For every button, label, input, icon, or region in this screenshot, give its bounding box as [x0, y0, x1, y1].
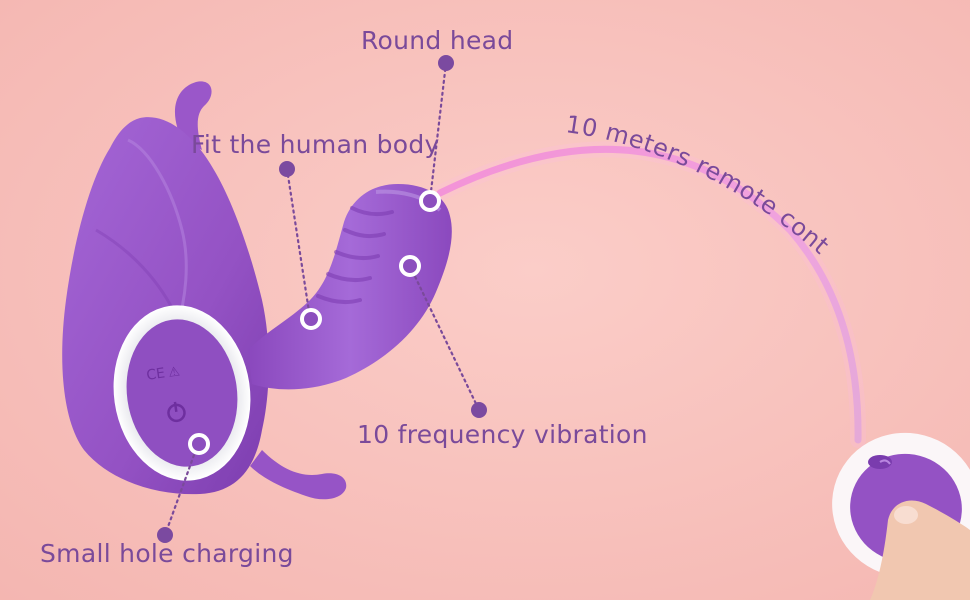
svg-text:⚠: ⚠	[167, 364, 181, 380]
round-head-label: Round head	[361, 26, 514, 55]
hand-thumb	[870, 500, 970, 600]
round-head-callout-ring	[419, 190, 441, 212]
fit-body-label: Fit the human body	[191, 130, 440, 159]
device-insertable-shaft	[248, 184, 452, 390]
vibration-leader	[408, 264, 481, 412]
charging-leader	[163, 442, 200, 537]
control-panel	[126, 319, 238, 467]
device-lower-tail	[250, 450, 347, 500]
charging-marker-dot	[157, 527, 173, 543]
fit-body-callout-ring	[300, 308, 322, 330]
round-head-leader	[428, 61, 448, 202]
fit-body-leader	[285, 167, 312, 320]
charging-callout-ring	[188, 433, 210, 455]
shaft-ridges	[316, 206, 394, 305]
power-icon	[167, 401, 186, 423]
vibration-marker-dot	[471, 402, 487, 418]
vibration-label: 10 frequency vibration	[357, 420, 648, 449]
fit-body-marker-dot	[279, 161, 295, 177]
charging-label: Small hole charging	[40, 539, 294, 568]
vibration-callout-ring	[399, 255, 421, 277]
round-head-marker-dot	[438, 55, 454, 71]
ce-mark-icon: CE ⚠	[145, 364, 181, 384]
svg-text:CE: CE	[145, 365, 166, 383]
remote-signal-arc	[436, 145, 862, 444]
